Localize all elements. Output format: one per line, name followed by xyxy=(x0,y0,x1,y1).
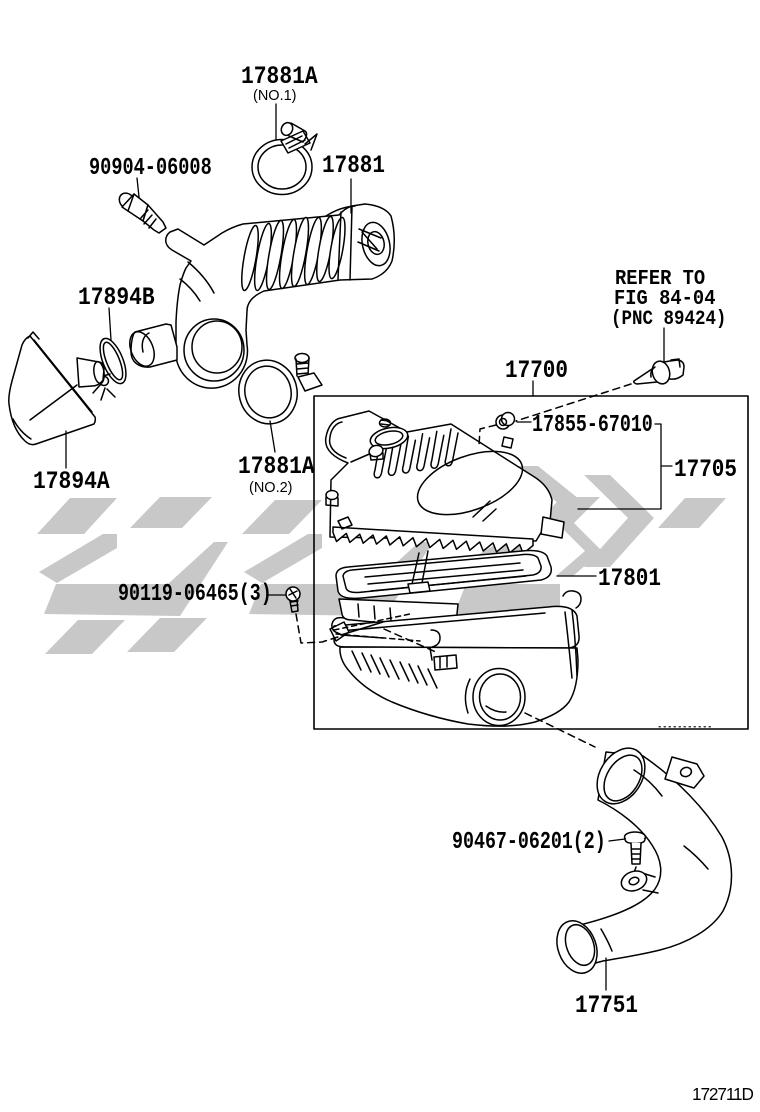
svg-text:(PNC 89424): (PNC 89424) xyxy=(611,307,726,330)
svg-text:90904-06008: 90904-06008 xyxy=(89,155,212,182)
svg-text:17881A: 17881A xyxy=(241,63,318,91)
svg-text:17894A: 17894A xyxy=(33,468,110,496)
svg-text:90467-06201(2): 90467-06201(2) xyxy=(452,829,606,856)
svg-text:FIG 84-04: FIG 84-04 xyxy=(614,287,715,312)
svg-text:(NO.1): (NO.1) xyxy=(253,88,297,104)
svg-text:17705: 17705 xyxy=(674,456,737,484)
svg-text:17855-67010: 17855-67010 xyxy=(532,412,653,439)
svg-text:17881A: 17881A xyxy=(238,453,315,481)
svg-text:(NO.2): (NO.2) xyxy=(249,480,293,496)
svg-text:172711D: 172711D xyxy=(692,1084,753,1104)
svg-text:90119-06465(3): 90119-06465(3) xyxy=(118,581,272,608)
svg-text:17894B: 17894B xyxy=(78,284,155,312)
svg-text:17751: 17751 xyxy=(575,992,638,1020)
svg-text:REFER TO: REFER TO xyxy=(615,267,705,292)
svg-text:17881: 17881 xyxy=(322,152,385,180)
svg-text:17801: 17801 xyxy=(598,565,661,593)
svg-text:17700: 17700 xyxy=(505,357,568,385)
